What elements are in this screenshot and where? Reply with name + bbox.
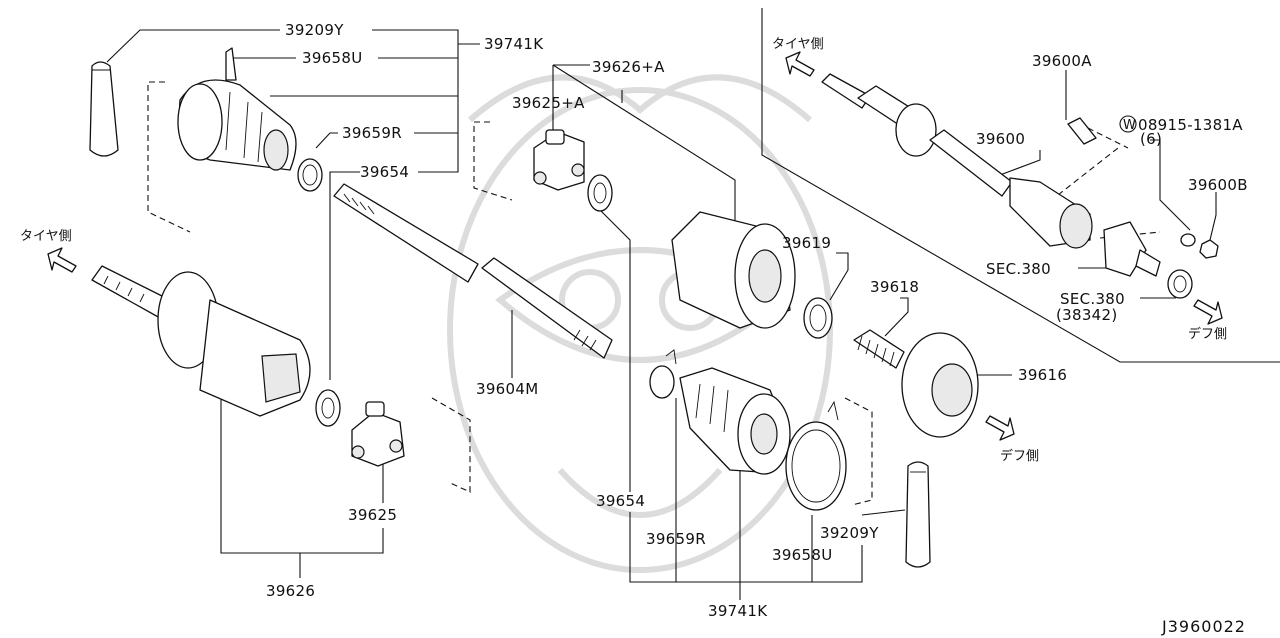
drive-shaft-assembly-part	[821, 73, 1093, 249]
boot-part	[679, 367, 791, 475]
band-clamp-part	[649, 349, 677, 399]
label-39658U-bottom: 39658U	[772, 546, 833, 564]
tripod-joint-part	[351, 401, 405, 467]
label-39741K-top: 39741K	[484, 35, 544, 53]
label-39618: 39618	[870, 278, 919, 296]
washer-part	[1180, 233, 1196, 247]
label-39659R-top: 39659R	[342, 124, 402, 142]
band-clamp-part	[785, 400, 847, 511]
label-39625: 39625	[348, 506, 397, 524]
washer-part	[587, 174, 613, 212]
label-08915-1381A: 08915-1381A	[1138, 116, 1243, 134]
label-39209Y-top: 39209Y	[285, 21, 344, 39]
label-tire-side-left: タイヤ側	[20, 229, 72, 244]
label-39741K-bottom: 39741K	[708, 602, 768, 620]
label-sec380-b-ref: (38342)	[1056, 306, 1118, 324]
drawing-code: J3960022	[1161, 617, 1246, 636]
inner-joint-housing-part	[671, 211, 796, 329]
label-diff-side-right: デフ側	[1188, 326, 1227, 342]
washer-symbol-letter: W	[1123, 118, 1136, 133]
dust-cap-part	[905, 461, 931, 568]
label-39625A: 39625+A	[512, 94, 585, 112]
label-39600A: 39600A	[1032, 52, 1092, 70]
label-39619: 39619	[782, 234, 831, 252]
washer-part	[315, 389, 341, 427]
band-clamp-part	[297, 158, 323, 192]
label-39600B: 39600B	[1188, 176, 1248, 194]
boot-part	[177, 47, 297, 171]
washer-symbol-icon: W	[1119, 115, 1137, 133]
hub-flange-part	[1103, 221, 1161, 277]
label-39658U-top: 39658U	[302, 49, 363, 67]
part-labels: 39209Y 39741K 39658U 39659R 39654 39626+…	[266, 21, 1248, 620]
dust-cap-part	[89, 61, 119, 157]
leader-lines	[106, 8, 1280, 600]
outer-joint-housing-part	[91, 265, 311, 417]
direction-labels: タイヤ側 タイヤ側 デフ側 デフ側	[20, 37, 1227, 464]
seal-part	[1167, 269, 1193, 299]
label-39659R-bottom: 39659R	[646, 530, 706, 548]
direction-arrow-icon	[985, 415, 1015, 441]
label-sec380-a: SEC.380	[986, 260, 1051, 278]
label-39616: 39616	[1018, 366, 1067, 384]
direction-arrow-icon	[785, 51, 815, 77]
label-08915-qty: (6)	[1140, 130, 1162, 148]
bolt-part	[1067, 117, 1097, 145]
direction-arrow-icon	[1193, 299, 1223, 325]
label-39626A: 39626+A	[592, 58, 665, 76]
label-sec380-b: SEC.380	[1060, 290, 1125, 308]
ring-part	[803, 297, 833, 339]
label-tire-side-right: タイヤ側	[772, 37, 824, 52]
nut-part	[1199, 239, 1219, 259]
label-39209Y-bottom: 39209Y	[820, 524, 879, 542]
tripod-joint-part	[533, 129, 585, 191]
label-39654-top: 39654	[360, 163, 409, 181]
label-diff-side-mid: デフ側	[1000, 448, 1039, 464]
spring-part	[853, 329, 905, 369]
plate-part	[901, 332, 979, 438]
label-39604M: 39604M	[476, 380, 538, 398]
drive-shaft-part	[333, 183, 613, 359]
label-39626: 39626	[266, 582, 315, 600]
label-39600: 39600	[976, 130, 1025, 148]
label-39654-bottom: 39654	[596, 492, 645, 510]
direction-arrow-icon	[47, 247, 77, 273]
